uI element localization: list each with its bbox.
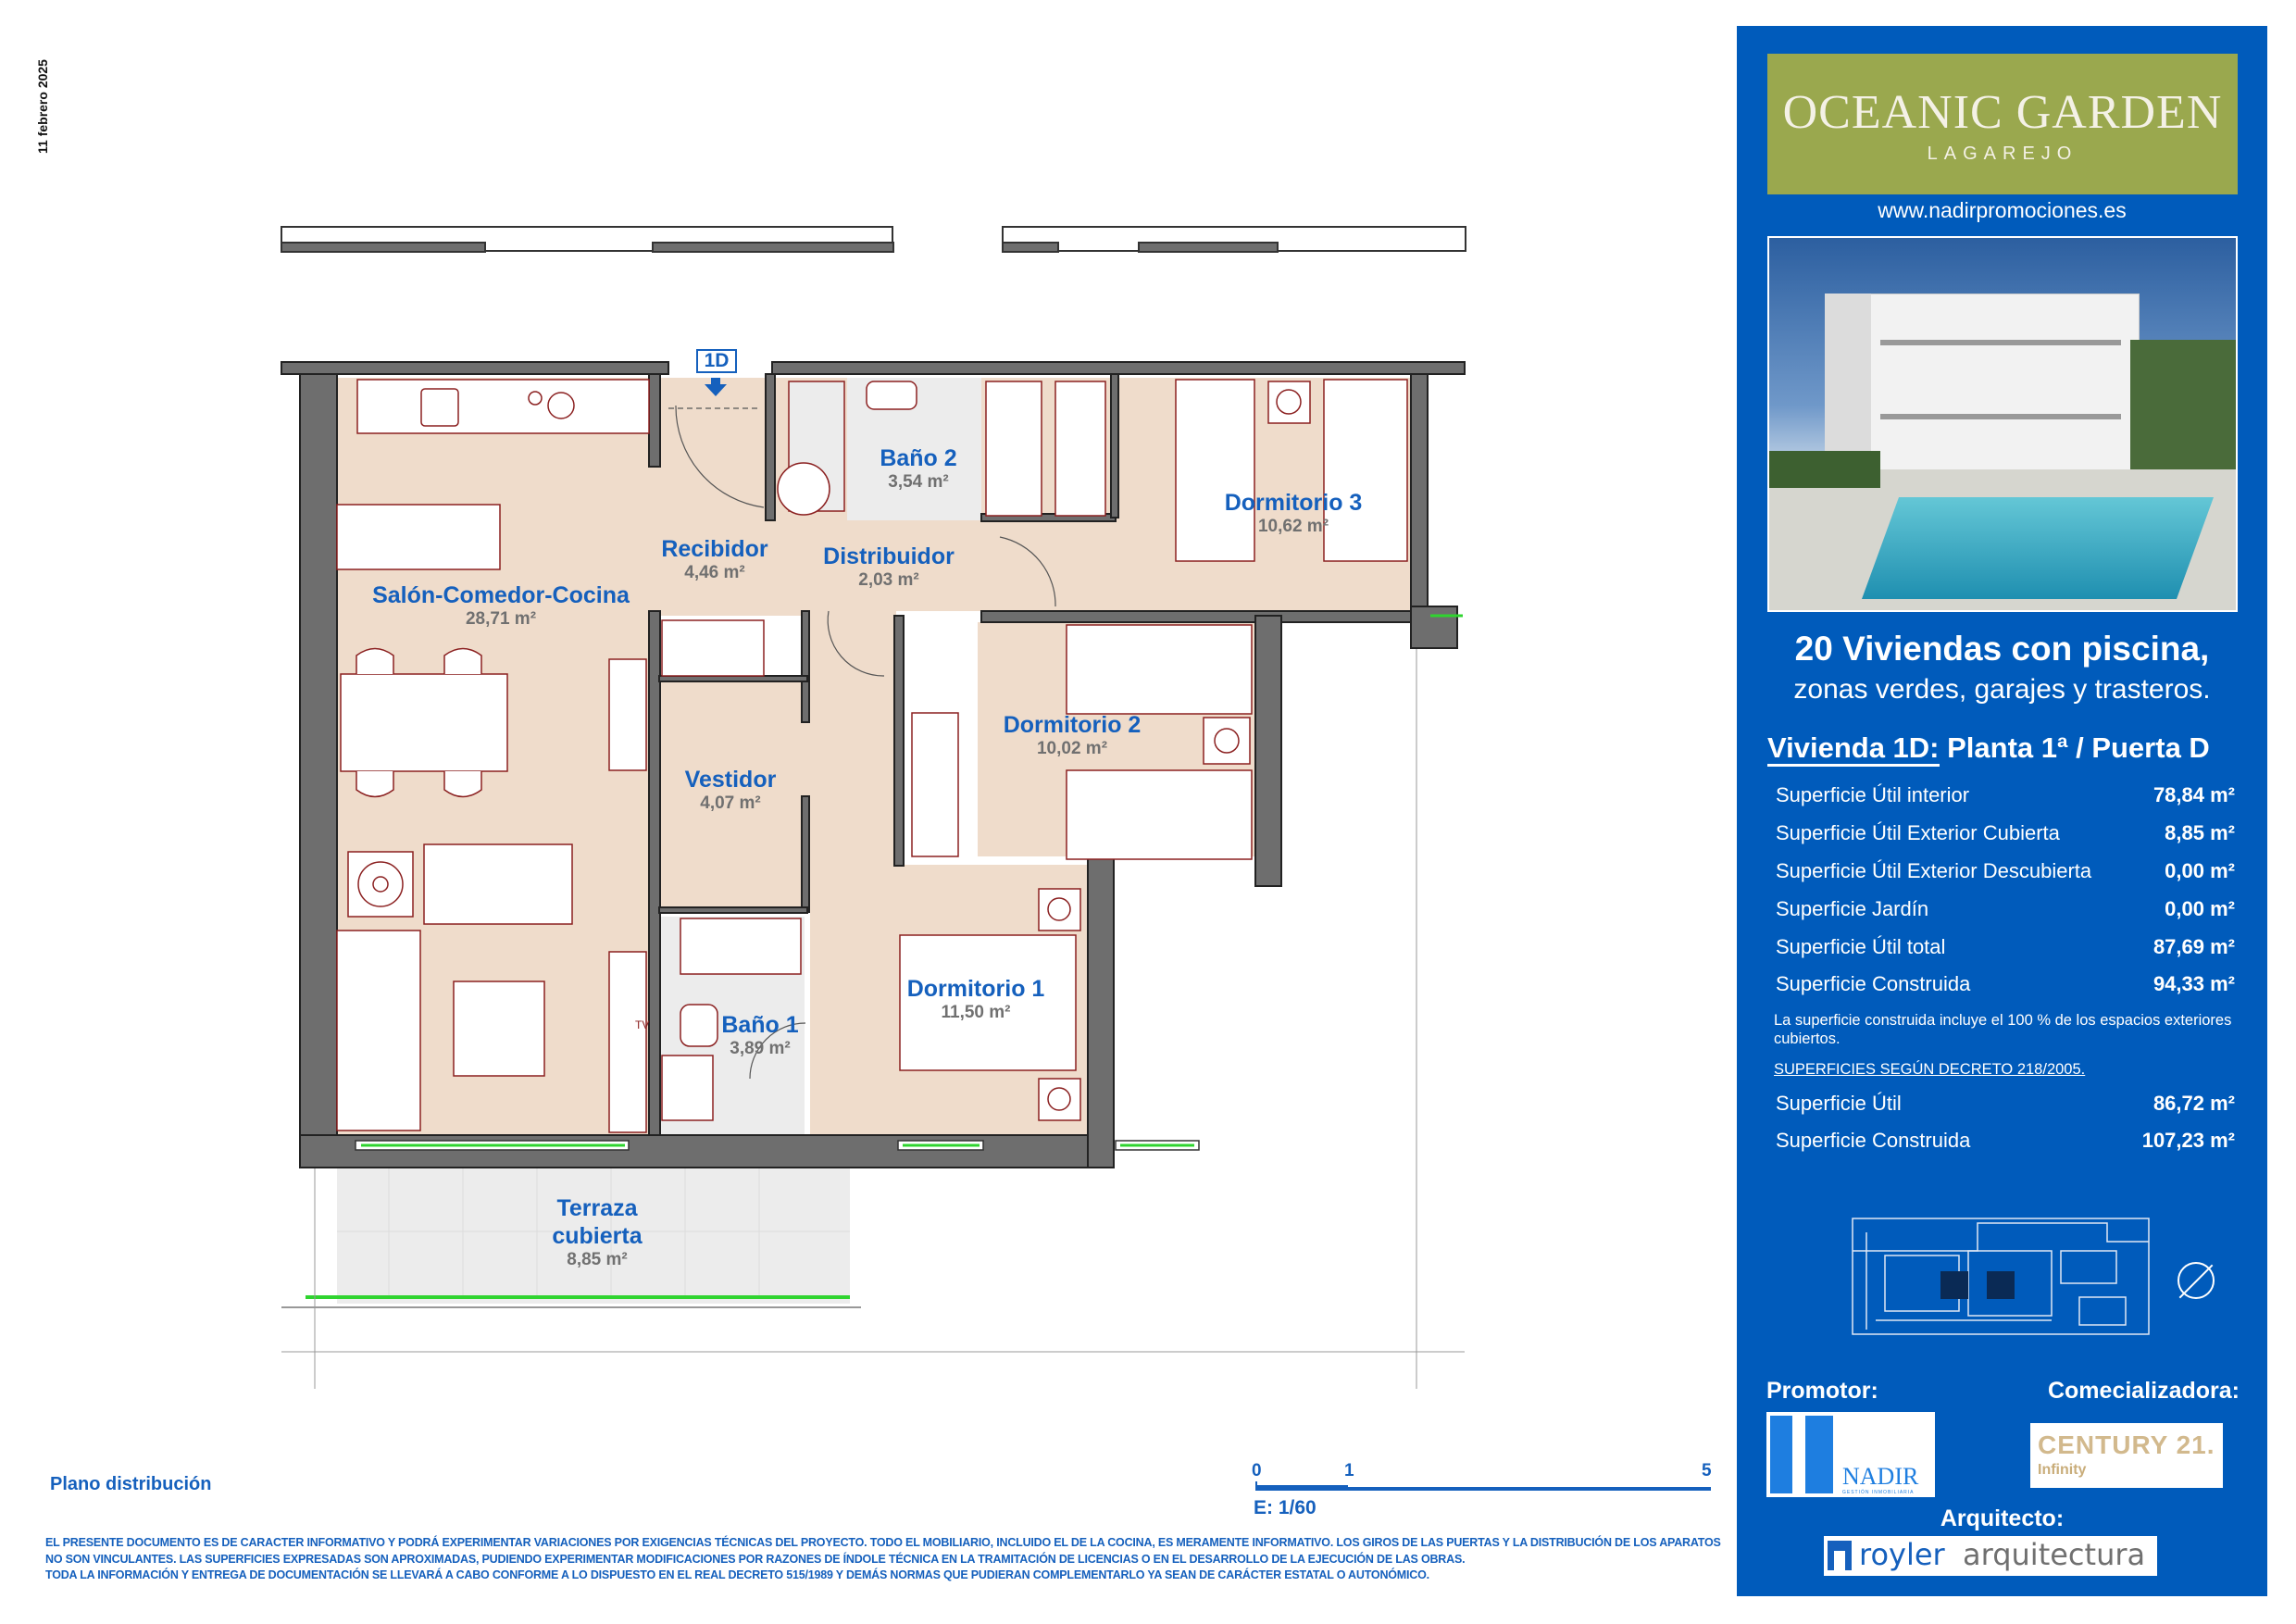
century21-logo: CENTURY 21. Infinity bbox=[2030, 1423, 2223, 1488]
subheadline: zonas verdes, garajes y trasteros. bbox=[1793, 674, 2211, 705]
north-compass-icon bbox=[2177, 1262, 2215, 1299]
scale-tick-0: 0 bbox=[1252, 1461, 1262, 1480]
tv-label: TV bbox=[635, 1018, 649, 1031]
project-logo: OCEANIC GARDEN LAGAREJO bbox=[1767, 54, 2238, 194]
scale-tick-5: 5 bbox=[1702, 1461, 1712, 1480]
scale-tick-1: 1 bbox=[1344, 1461, 1354, 1480]
info-panel: OCEANIC GARDEN LAGAREJO www.nadirpromoci… bbox=[1737, 26, 2267, 1596]
decree-heading: SUPERFICIES SEGÚN DECRETO 218/2005. bbox=[1774, 1061, 2086, 1078]
disclaimer: EL PRESENTE DOCUMENTO ES DE CARACTER INF… bbox=[45, 1536, 1721, 1581]
headline: 20 Viviendas con piscina, bbox=[1794, 630, 2210, 668]
scale-label: E: 1/60 bbox=[1254, 1497, 1316, 1518]
comercial-label: Comecializadora: bbox=[2047, 1378, 2240, 1404]
royler-logo: royler arquitectura bbox=[1824, 1536, 2157, 1576]
promotor-label: Promotor: bbox=[1766, 1378, 1878, 1404]
surface-note: La superficie construida incluye el 100 … bbox=[1774, 1012, 2232, 1047]
site-plan bbox=[1852, 1218, 2150, 1335]
unit-tag: 1D bbox=[696, 349, 737, 373]
unit-heading: Vivienda 1D: Planta 1ª / Puerta D bbox=[1767, 731, 2210, 767]
nadir-logo: NADIR GESTIÓN INMOBILIARIA bbox=[1766, 1412, 1935, 1497]
architect-label: Arquitecto: bbox=[1940, 1505, 2065, 1531]
building-photo bbox=[1767, 236, 2238, 612]
plan-title: Plano distribución bbox=[50, 1474, 212, 1494]
website-link[interactable]: www.nadirpromociones.es bbox=[1878, 198, 2127, 222]
